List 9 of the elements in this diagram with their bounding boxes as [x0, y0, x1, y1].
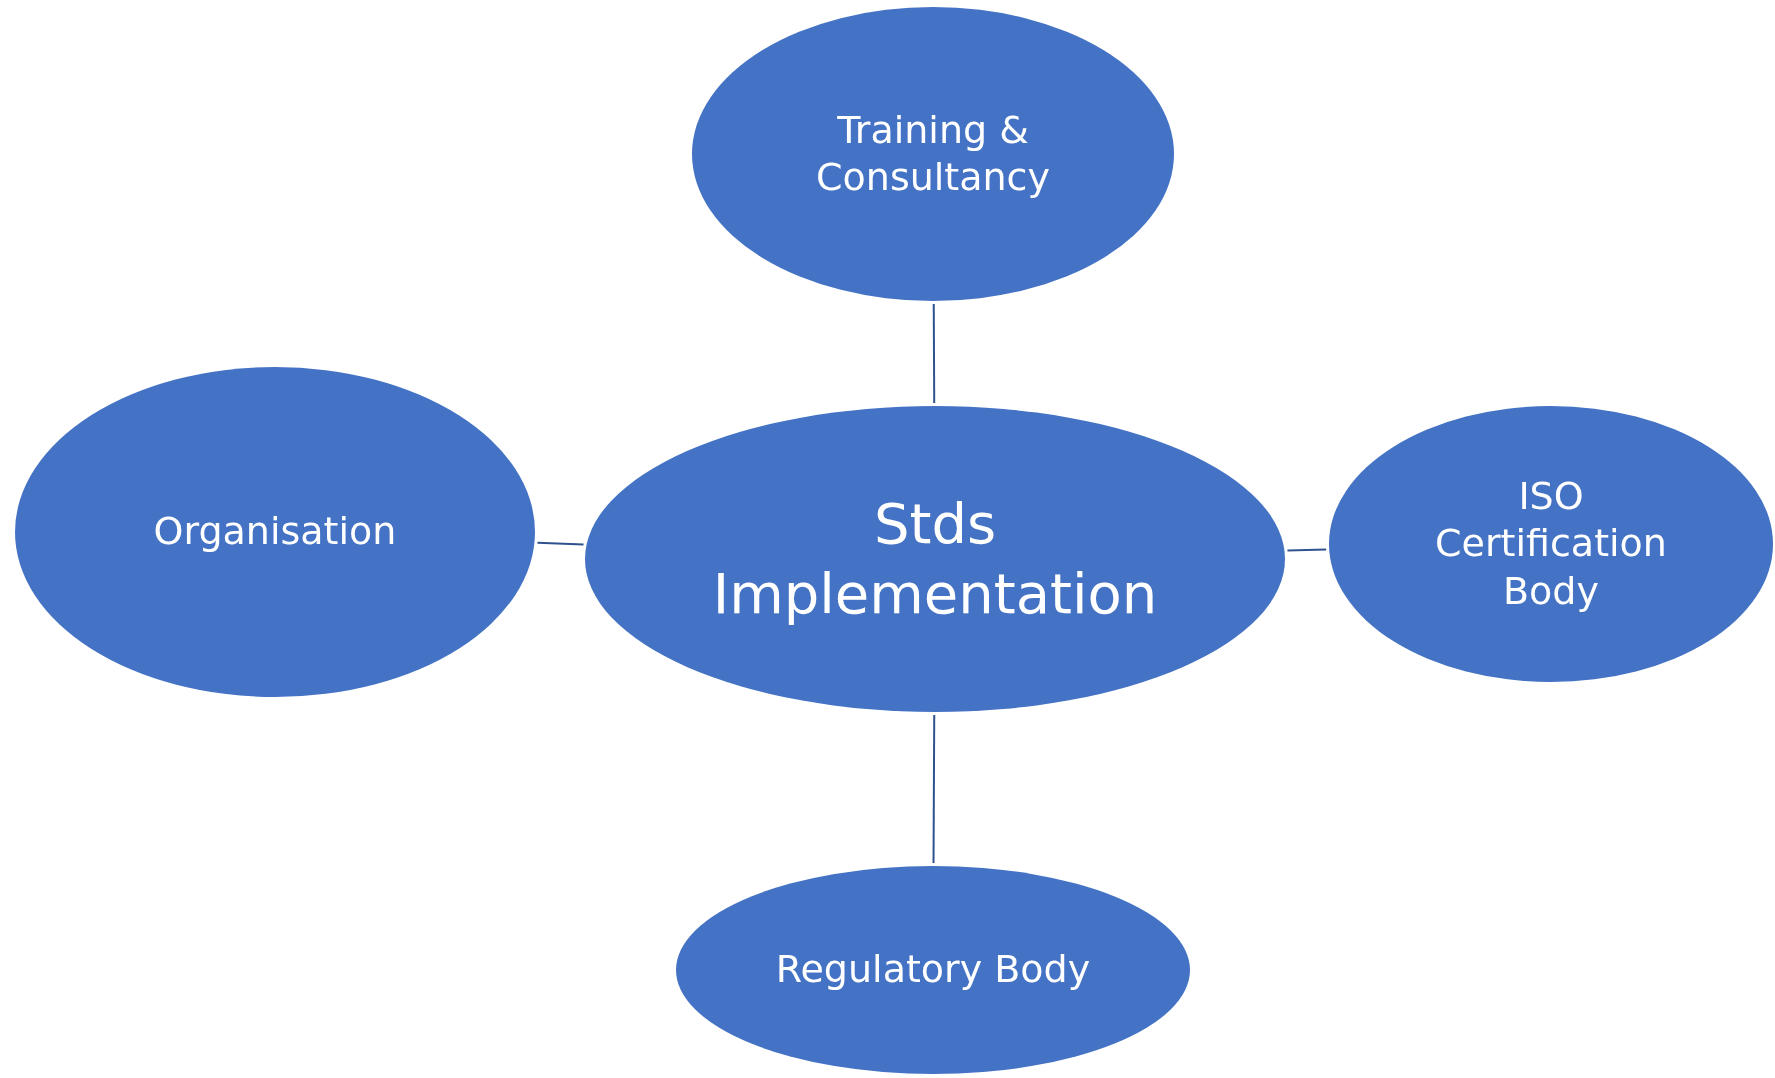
node-label: Organisation — [153, 508, 397, 556]
node-label: Regulatory Body — [775, 946, 1091, 994]
node-label: ISO Certification Body — [1434, 472, 1668, 615]
node-label: Stds Implementation — [711, 490, 1159, 628]
connector-line — [932, 303, 936, 404]
connector-line — [932, 714, 936, 864]
connector-line — [536, 541, 585, 546]
node-label: Training & Consultancy — [815, 106, 1051, 201]
connector-line — [1286, 548, 1328, 552]
